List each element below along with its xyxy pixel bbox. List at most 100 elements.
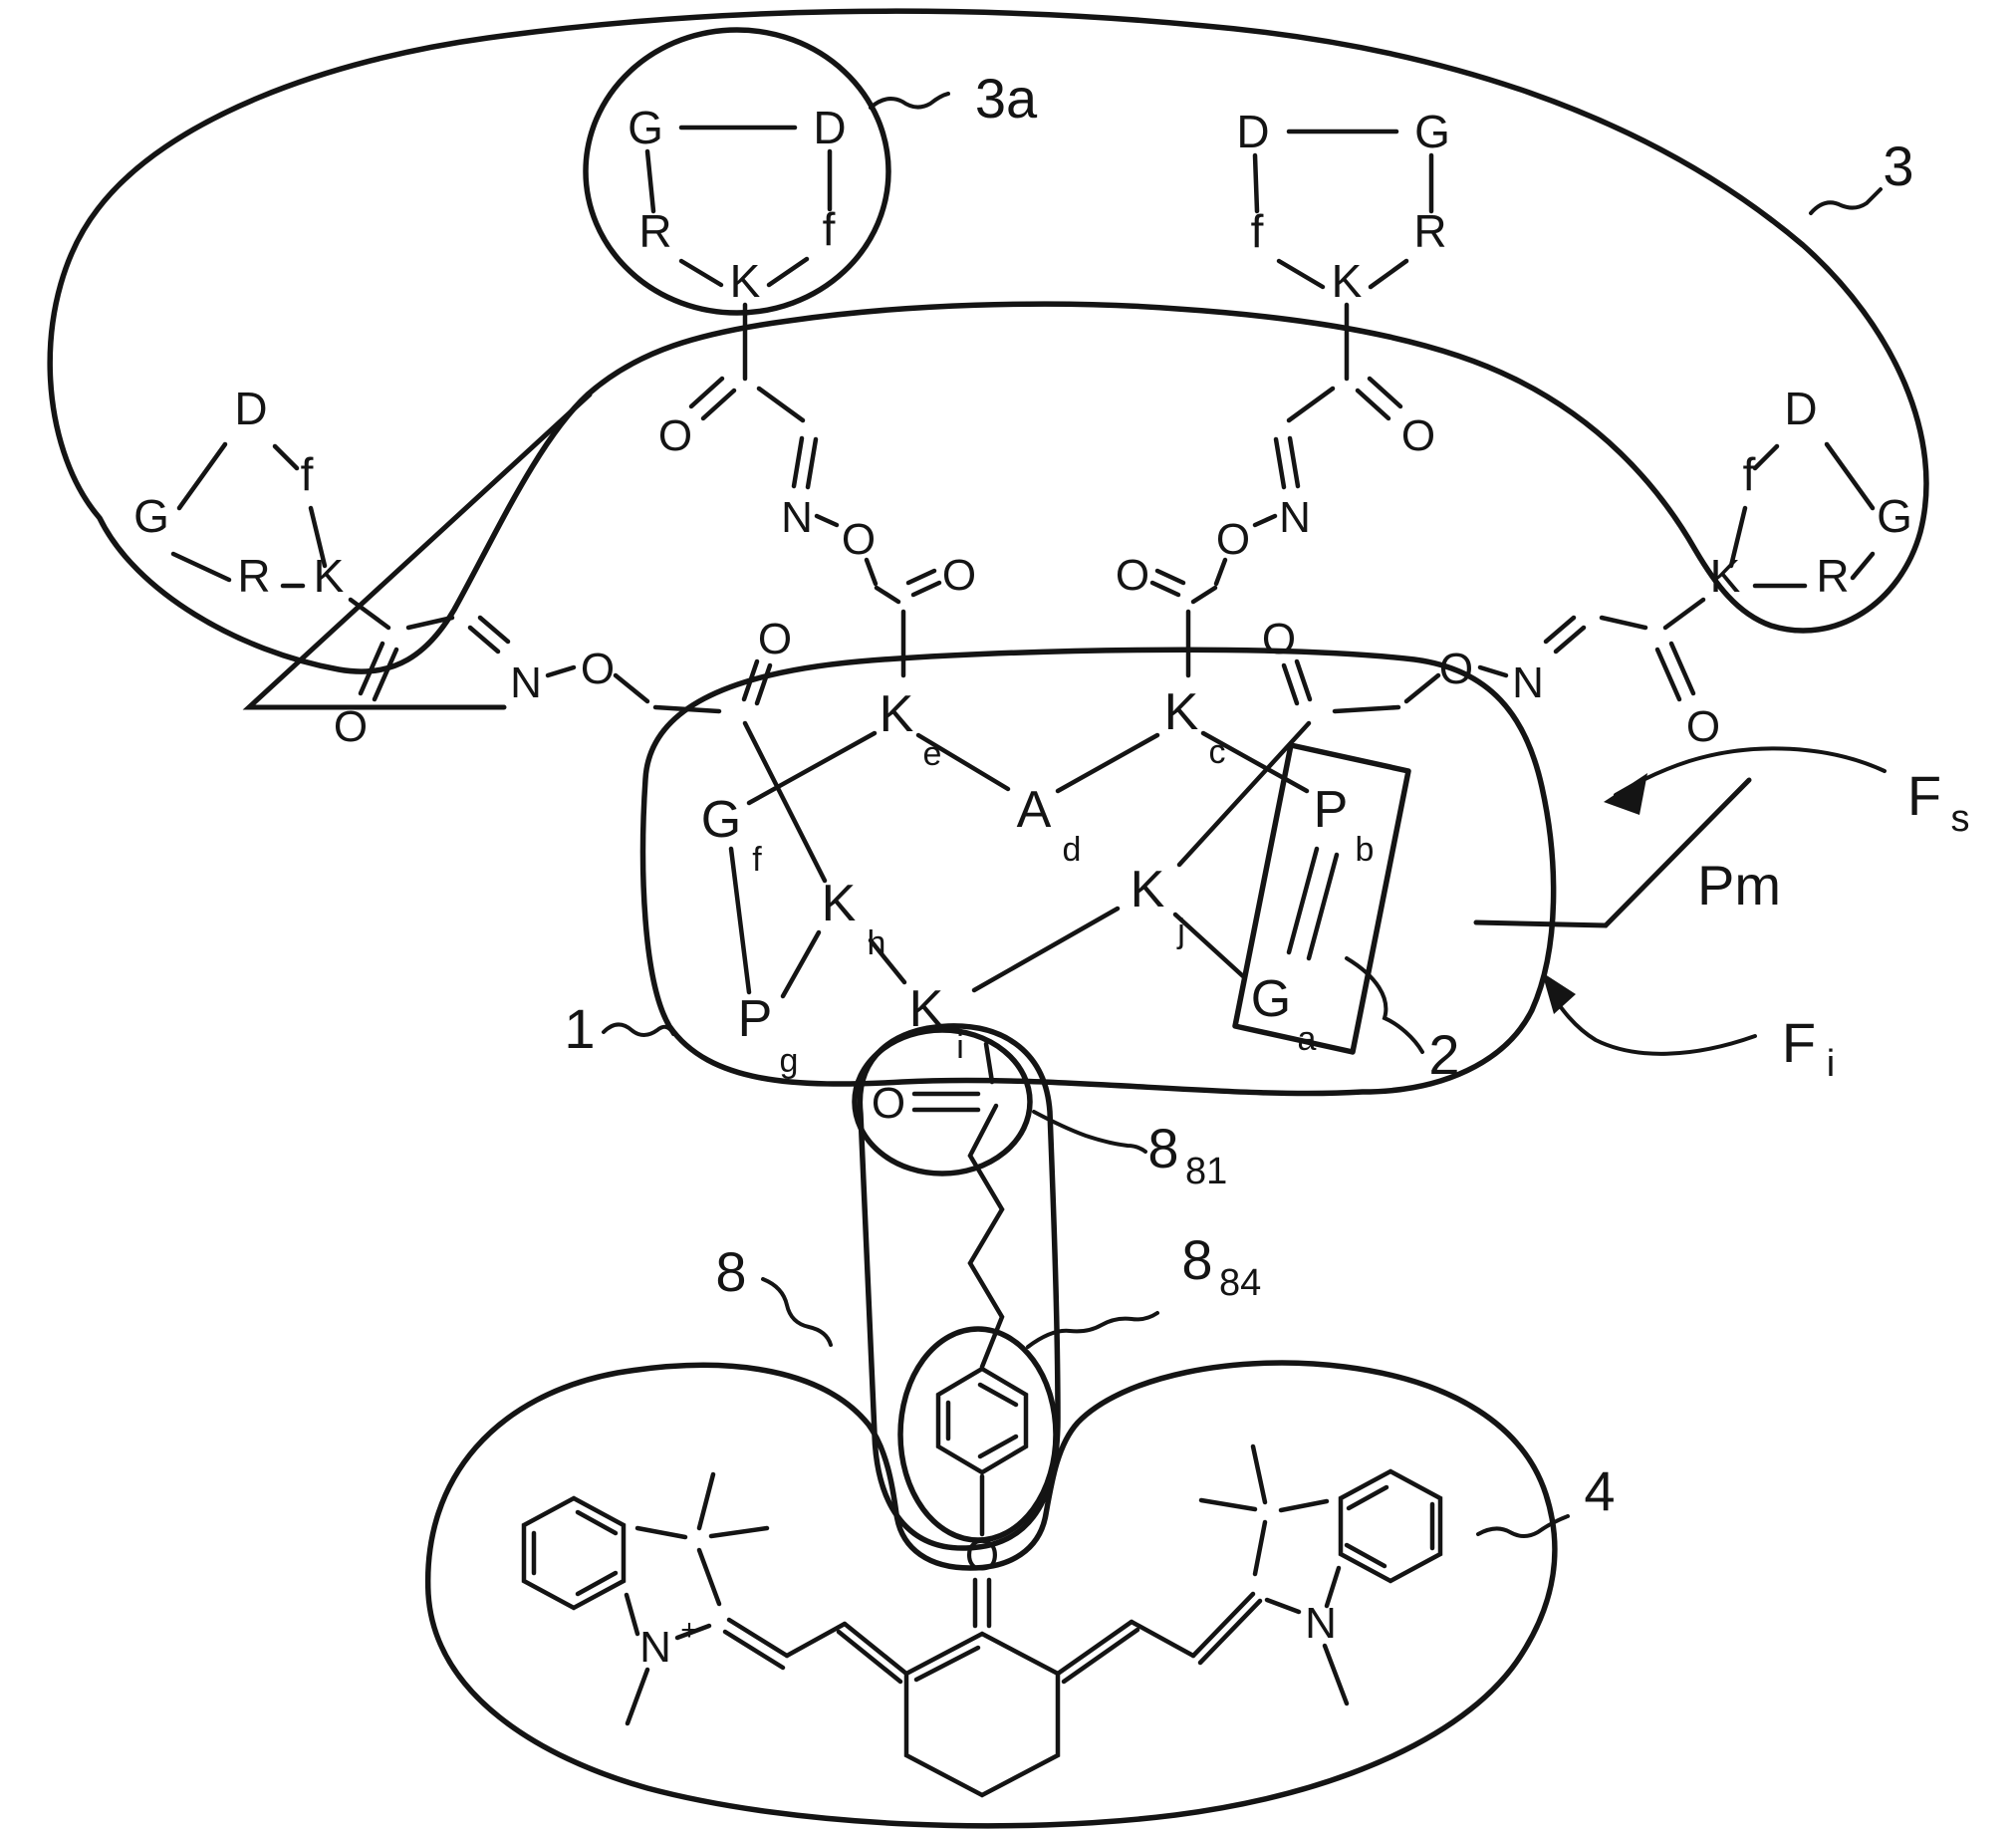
fs-arrowhead-icon bbox=[1604, 773, 1647, 815]
label-3: 3 bbox=[1883, 134, 1913, 197]
region-4-outline bbox=[424, 1360, 1558, 1829]
label-884-leader bbox=[1026, 1311, 1159, 1349]
label-fi: F bbox=[1782, 1011, 1816, 1074]
label-pm: Pm bbox=[1697, 854, 1781, 916]
cyclohexene-ring bbox=[903, 1631, 1061, 1798]
ring-circled-3a: 3a G D R f K bbox=[583, 27, 1038, 316]
ring-atom-R: R bbox=[1413, 205, 1446, 257]
oxygen-label: O bbox=[1116, 551, 1149, 600]
label-8: 8 bbox=[715, 1240, 746, 1303]
ring-atom-K: K bbox=[314, 550, 345, 602]
linker-chain-top-left: O N O O bbox=[658, 302, 976, 678]
label-3a: 3a bbox=[975, 67, 1038, 130]
nitrogen-label: N bbox=[781, 493, 813, 542]
ring-atom-D: D bbox=[1784, 383, 1817, 434]
label-3a-leader bbox=[869, 92, 950, 110]
label-4-leader bbox=[1476, 1514, 1570, 1538]
dye-indolenine-right: N bbox=[1198, 1443, 1443, 1706]
oxygen-label: O bbox=[334, 702, 368, 751]
label-4: 4 bbox=[1584, 1459, 1615, 1522]
nitrogen-label: N bbox=[510, 658, 542, 707]
oxygen-label: O bbox=[658, 411, 692, 460]
ring-top-right: D G f R K bbox=[1236, 106, 1450, 307]
ring-atom-G: G bbox=[628, 102, 663, 153]
residue-Kj: K bbox=[1131, 861, 1165, 918]
carbonyl-881: O 8 81 bbox=[852, 1027, 1227, 1192]
nitrogen-plus-label: N bbox=[639, 1623, 671, 1672]
linker-chain-top-right: O N O O bbox=[1116, 302, 1435, 678]
residue-Pb-sub: b bbox=[1356, 831, 1375, 869]
oxygen-label: O bbox=[965, 1531, 999, 1580]
oxygen-label: O bbox=[872, 1079, 905, 1128]
ring-atom-R: R bbox=[638, 205, 671, 257]
residue-Ad: A bbox=[1017, 781, 1052, 839]
oxygen-label: O bbox=[1686, 702, 1720, 751]
ring-far-left: D f G R K bbox=[133, 383, 345, 602]
nitrogen-label: N bbox=[1512, 658, 1544, 707]
label-fs: F bbox=[1907, 764, 1941, 827]
label-2-leader bbox=[1345, 956, 1424, 1054]
ring-atom-f: f bbox=[301, 448, 314, 500]
ring-atom-D: D bbox=[234, 383, 267, 434]
dye-polymethine-left bbox=[722, 1617, 909, 1685]
alkyl-chain bbox=[967, 1103, 1005, 1370]
membrane-line-right bbox=[1473, 777, 1752, 928]
residue-Ga: G bbox=[1251, 970, 1291, 1028]
ring-atom-f: f bbox=[823, 203, 836, 255]
aryl-884: 8 84 bbox=[897, 1228, 1261, 1543]
label-1: 1 bbox=[564, 997, 595, 1060]
residue-Kj-sub: j bbox=[1176, 913, 1185, 950]
plus-charge-label: + bbox=[680, 1614, 698, 1647]
fs-arrow bbox=[1614, 746, 1887, 797]
oxygen-label: O bbox=[1401, 411, 1435, 460]
residue-Gf: G bbox=[701, 791, 741, 849]
core-residues: G f K e A d K c P g K h K i K j P b G a bbox=[701, 683, 1375, 1080]
oxygen-label: O bbox=[942, 551, 976, 600]
label-fs-sub: s bbox=[1951, 798, 1970, 840]
ring-atom-D: D bbox=[1236, 106, 1269, 157]
ring-atom-R: R bbox=[237, 550, 270, 602]
residue-Kc: K bbox=[1164, 683, 1199, 741]
ring-atom-D: D bbox=[813, 102, 846, 153]
fs-annotation: F s bbox=[1604, 746, 1970, 840]
label-884-sub: 84 bbox=[1219, 1262, 1261, 1304]
linker-chain-left: O N O O bbox=[334, 597, 828, 884]
label-881-leader bbox=[1032, 1110, 1147, 1154]
residue-Ke: K bbox=[880, 685, 914, 743]
label-fi-sub: i bbox=[1827, 1043, 1835, 1085]
residue-Ke-sub: e bbox=[923, 735, 942, 773]
aryl-884-circle bbox=[897, 1326, 1059, 1543]
ring-atom-G: G bbox=[1414, 106, 1450, 157]
ring-atom-G: G bbox=[1877, 490, 1912, 542]
residue-Kh: K bbox=[822, 875, 857, 932]
region-3-outline bbox=[47, 8, 1929, 674]
ring-atom-K: K bbox=[1332, 255, 1363, 307]
residue-Ad-sub: d bbox=[1063, 831, 1082, 869]
residue-Gf-sub: f bbox=[752, 841, 762, 879]
benzo-ring-left bbox=[521, 1495, 627, 1611]
core-bonds bbox=[728, 730, 1340, 999]
label-884: 8 bbox=[1181, 1228, 1212, 1291]
residue-Kc-sub: c bbox=[1209, 733, 1226, 771]
oxygen-label: O bbox=[842, 515, 876, 564]
label-881: 8 bbox=[1147, 1117, 1178, 1179]
box-2-outline bbox=[1232, 742, 1411, 1055]
ring-atom-K: K bbox=[1710, 550, 1741, 602]
ring-atom-R: R bbox=[1816, 550, 1849, 602]
oxygen-label: O bbox=[1216, 515, 1250, 564]
label-1-leader bbox=[602, 1022, 675, 1037]
ring-3a-circle bbox=[583, 27, 891, 316]
ring-atom-K: K bbox=[730, 255, 761, 307]
fi-arrow bbox=[1548, 988, 1757, 1056]
ring-far-right: D f G R K bbox=[1710, 383, 1912, 602]
residue-Pb: P bbox=[1314, 781, 1349, 839]
dye-indolenine-left: N + bbox=[521, 1471, 770, 1726]
oxygen-label: O bbox=[581, 645, 615, 693]
residue-Ga-sub: a bbox=[1298, 1020, 1317, 1058]
benzo-ring-right bbox=[1338, 1468, 1443, 1584]
residue-Pg: P bbox=[738, 990, 773, 1048]
dye-polymethine-right bbox=[1055, 1591, 1263, 1685]
ring-atom-f: f bbox=[1743, 448, 1756, 500]
